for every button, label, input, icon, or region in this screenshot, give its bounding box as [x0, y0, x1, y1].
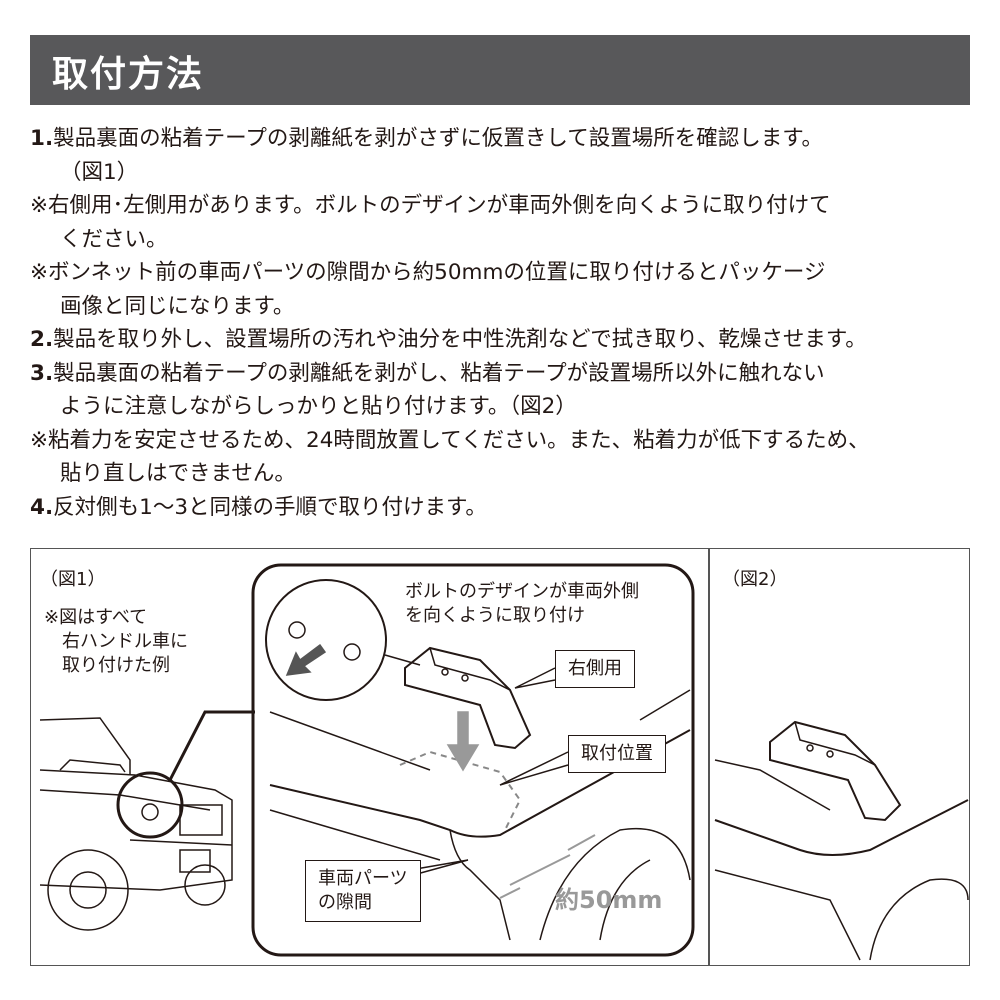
bolt-icon — [288, 621, 306, 639]
down-arrow-icon — [446, 711, 480, 772]
dimension-line — [509, 854, 571, 886]
hood-illustration — [269, 689, 691, 941]
instruction-list: 1.製品裏面の粘着テープの剥離紙を剥がさずに仮置きして設置場所を確認します。 （… — [30, 122, 980, 524]
outward-arrow-icon — [285, 643, 327, 676]
step-2: 2.製品を取り外し、設置場所の汚れや油分を中性洗剤などで拭き取り、乾燥させます。 — [30, 327, 867, 352]
right-side-label: 右側用 — [555, 650, 635, 688]
bolt-icon — [343, 643, 361, 661]
figure-divider — [708, 548, 710, 966]
figure1-note: ※図はすべて 右ハンドル車に 取り付けた例 — [44, 607, 188, 676]
bolt-design-callout: ボルトのデザインが車両外側 を向くように取り付け — [405, 581, 639, 626]
callout-pointer — [499, 751, 569, 786]
note-3-cont: 貼り直しはできません。 — [60, 461, 296, 486]
figure2-title: （図2） — [722, 569, 788, 590]
note-3: ※粘着力を安定させるため、24時間放置してください。また、粘着力が低下するため、 — [30, 427, 870, 453]
mounting-position-label: 取付位置 — [568, 735, 666, 773]
section-header: 取付方法 — [30, 35, 970, 105]
note-1: ※右側用･左側用があります。ボルトのデザインが車両外側を向くように取り付けて — [30, 193, 831, 218]
zoom-circle — [116, 771, 184, 839]
step-1-cont: （図1） — [60, 159, 139, 185]
figure1-title: （図1） — [40, 569, 106, 590]
step-1: 1.製品裏面の粘着テープの剥離紙を剥がさずに仮置きして設置場所を確認します。 — [30, 126, 824, 151]
vehicle-gap-label: 車両パーツ の隙間 — [305, 860, 421, 922]
figure2-illustration — [714, 720, 969, 961]
callout-pointer — [514, 667, 556, 689]
car-illustration — [39, 717, 233, 931]
step-3: 3.製品裏面の粘着テープの剥離紙を剥がし、粘着テープが設置場所以外に触れない — [30, 360, 825, 386]
distance-label: 約50mm — [555, 886, 663, 914]
detail-frame — [251, 563, 695, 957]
note-2-cont: 画像と同じになります。 — [60, 293, 295, 319]
bolt-detail-circle — [265, 579, 387, 701]
figure-box — [30, 548, 970, 966]
section-title: 取付方法 — [52, 54, 205, 95]
zoom-connector — [168, 710, 255, 781]
note-1-cont: ください。 — [60, 226, 168, 252]
product-part — [404, 646, 532, 750]
step-4: 4.反対側も1〜3と同様の手順で取り付けます。 — [30, 494, 487, 520]
step-3-cont: ように注意しながらしっかりと貼り付けます。（図2） — [60, 394, 577, 419]
note-2: ※ボンネット前の車両パーツの隙間から約50mmの位置に取り付けるとパッケージ — [30, 260, 826, 285]
